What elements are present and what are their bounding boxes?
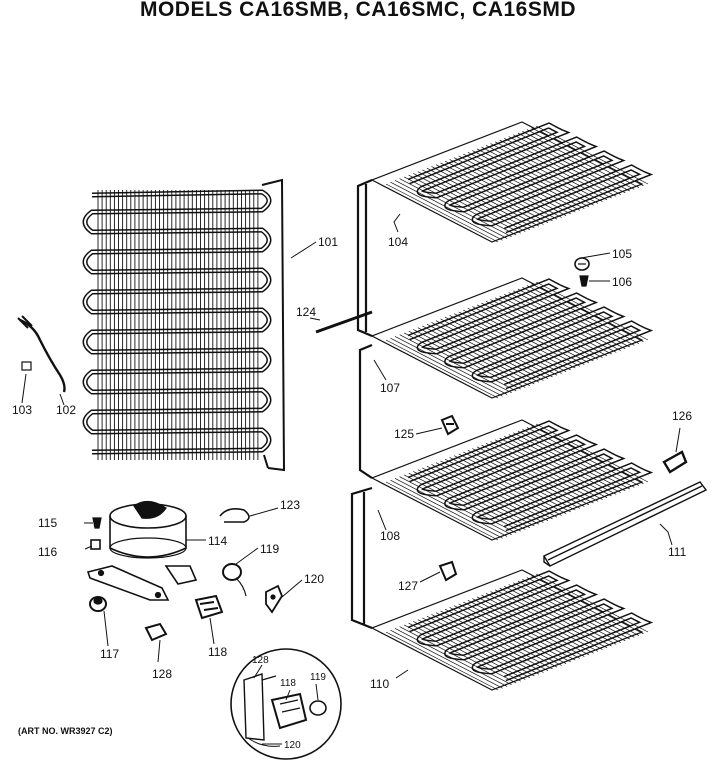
power-cord [17,315,66,393]
shelf-3 [370,419,654,541]
grommet-115 [92,517,102,529]
label-120: 120 [304,572,324,586]
grommet-116 [90,539,101,550]
label-118: 118 [208,645,227,659]
evaporator-shelves [370,121,654,691]
label-102: 102 [56,403,76,417]
art-number: (ART NO. WR3927 C2) [18,726,113,736]
clip-123 [219,508,250,523]
clip-125 [440,414,460,436]
inset-detail [230,648,342,760]
clip-120 [265,584,284,614]
grommet-117 [89,596,107,612]
diagram-title: MODELS CA16SMB, CA16SMC, CA16SMD [139,0,577,21]
label-110: 110 [370,677,389,691]
label-125: 125 [394,427,414,441]
condenser-coil [82,178,286,472]
label-126: 126 [672,409,692,423]
label-104: 104 [388,235,408,249]
tube-101 [300,175,306,300]
label-116: 116 [38,545,57,559]
overload-118 [194,594,224,620]
inset-label-120: 120 [284,740,301,751]
relay-119 [222,563,247,597]
label-106: 106 [612,275,632,289]
screw-106 [579,275,589,287]
inset-label-118: 118 [280,678,296,689]
part-labels: 101 102 103 104 105 106 107 108 110 111 … [12,235,692,751]
shelf-1 [370,121,654,243]
label-101: 101 [318,235,338,249]
label-114: 114 [208,534,227,548]
label-127: 127 [398,579,418,593]
label-105: 105 [612,247,632,261]
label-123: 123 [280,498,300,512]
evaporator-frame [315,178,373,630]
clip-126 [662,450,688,474]
label-108: 108 [380,529,400,543]
inset-label-128: 128 [252,655,269,666]
label-117: 117 [100,647,119,661]
label-124: 124 [296,305,316,319]
leader-lines [21,213,681,745]
inset-label-119: 119 [310,672,326,683]
shelf-4 [370,569,654,691]
label-115: 115 [38,516,57,530]
terminal-128 [144,622,168,642]
drain-105 [574,257,590,271]
clip-127 [438,560,458,582]
label-111: 111 [668,545,687,559]
shelf-2 [370,277,654,399]
label-107: 107 [380,381,400,395]
label-103: 103 [12,403,32,417]
label-128: 128 [152,667,172,681]
compressor [86,500,198,601]
label-119: 119 [260,542,279,556]
channel-strip-111 [543,481,708,567]
